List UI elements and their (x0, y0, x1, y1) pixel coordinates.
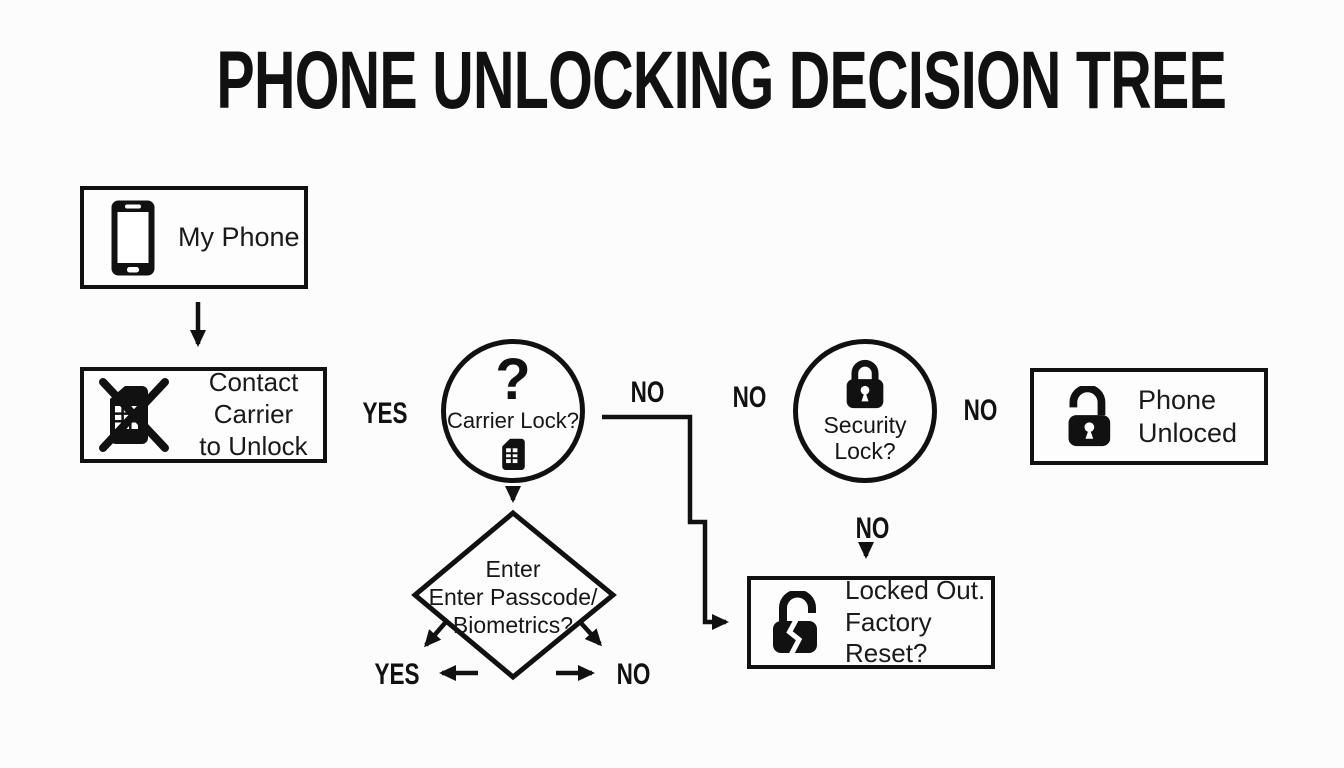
decision-diamond-shape (411, 509, 617, 681)
node-my-phone: My Phone (80, 186, 308, 289)
contact-carrier-line1: Contact Carrier (208, 367, 299, 430)
smartphone-icon (111, 200, 155, 275)
sim-card-icon (501, 438, 525, 470)
page-title-text: PHONE UNLOCKING DECISION TREE (216, 35, 1227, 126)
enter-passcode-line3: Biometrics? (452, 612, 574, 639)
edge-label-passcode-yes: YES (374, 658, 420, 691)
edge-label-security-no-left: NO (732, 381, 766, 414)
unlock-icon (1068, 385, 1111, 446)
phone-unlocked-line1: Phone (1138, 384, 1217, 415)
edge-label-security-no-right: NO (963, 394, 997, 427)
security-lock-label: Security Lock? (823, 412, 907, 464)
carrier-lock-label: Carrier Lock? (446, 408, 580, 434)
node-locked-out: Locked Out. Factory Reset? (747, 574, 995, 669)
arrow-diamond-yes-diagonal (424, 621, 447, 648)
my-phone-label: My Phone (178, 222, 300, 253)
no-sim-icon (99, 378, 169, 452)
contact-carrier-line2: to Unlock (199, 430, 308, 461)
node-phone-unlocked: Phone Unloced (1030, 368, 1268, 465)
decision-security-lock: Security Lock? (793, 339, 937, 483)
page-title: PHONE UNLOCKING DECISION TREE (0, 40, 1344, 122)
arrow-carrierlock-no-to-lockedout (602, 414, 729, 630)
locked-out-line1: Locked Out. (845, 574, 986, 605)
node-contact-carrier: Contact Carrier to Unlock (80, 367, 327, 463)
broken-lock-icon (773, 590, 817, 655)
arrow-diamond-no-diagonal (579, 621, 603, 647)
lock-icon (846, 360, 884, 409)
question-mark: ? (495, 347, 531, 413)
locked-out-line2: Factory Reset? (845, 606, 932, 669)
phone-unlocked-line2: Unloced (1138, 417, 1238, 448)
edge-label-passcode-no: NO (616, 658, 650, 691)
edge-label-carrier-yes: YES (362, 397, 408, 430)
edge-label-carrier-no: NO (630, 376, 664, 409)
enter-passcode-line2: Enter Passcode/ (428, 584, 598, 611)
decision-enter-passcode: Enter Enter Passcode/ Biometrics? (403, 555, 623, 639)
edge-label-lockedout-no: NO (855, 512, 889, 545)
decision-carrier-lock: ? Carrier Lock? (441, 339, 585, 483)
enter-passcode-line1: Enter (485, 556, 541, 582)
